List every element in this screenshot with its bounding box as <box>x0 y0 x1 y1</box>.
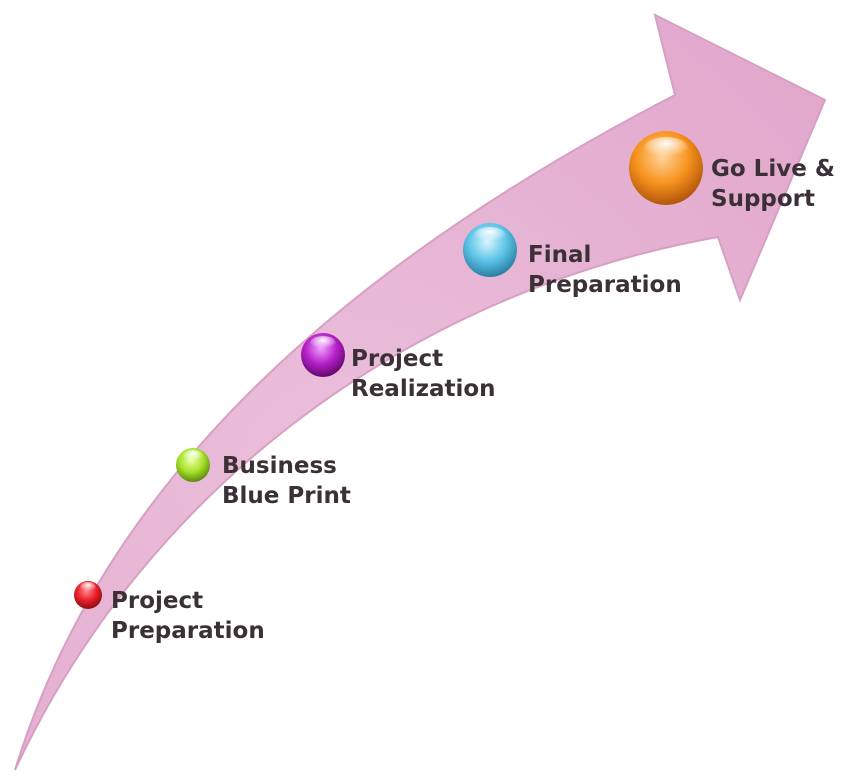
step-label-project-preparation: Project Preparation <box>111 586 265 646</box>
step-label-line: Project <box>111 588 204 614</box>
step-label-line: Go Live & <box>711 156 835 182</box>
milestone-ball-project-preparation <box>74 581 102 609</box>
step-label-project-realization: Project Realization <box>351 344 496 404</box>
milestone-ball-business-blue-print <box>176 448 210 482</box>
step-label-business-blue-print: Business Blue Print <box>222 451 351 511</box>
milestone-ball-project-realization <box>301 333 345 377</box>
step-label-line: Preparation <box>528 272 682 298</box>
step-label-go-live-support: Go Live & Support <box>711 154 835 214</box>
step-label-line: Final <box>528 242 592 268</box>
step-label-line: Preparation <box>111 618 265 644</box>
step-label-line: Realization <box>351 376 496 402</box>
step-label-line: Blue Print <box>222 483 351 509</box>
step-label-final-preparation: Final Preparation <box>528 240 682 300</box>
step-label-line: Business <box>222 453 337 479</box>
milestone-ball-go-live-support <box>629 131 703 205</box>
step-label-line: Support <box>711 186 816 212</box>
step-label-line: Project <box>351 346 444 372</box>
curved-arrow <box>14 13 827 771</box>
milestone-ball-final-preparation <box>463 223 517 277</box>
